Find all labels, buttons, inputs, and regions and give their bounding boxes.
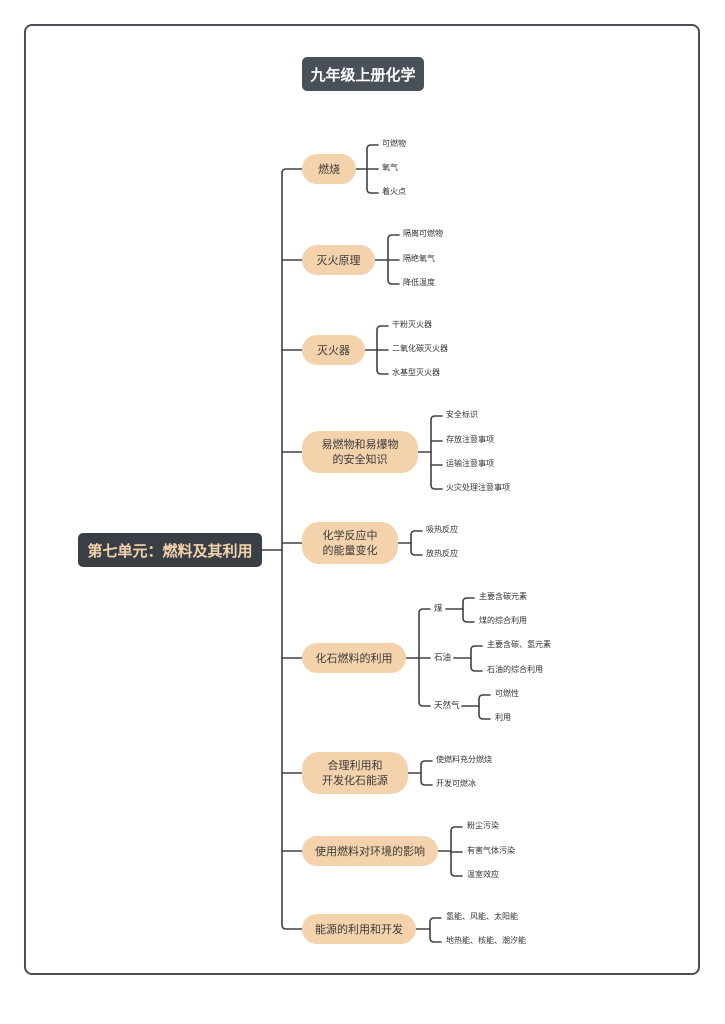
leaf-hydrogen-wind-solar[interactable]: 氢能、风能、太阳能 [446, 912, 518, 921]
leaf-safety-signs[interactable]: 安全标识 [446, 410, 478, 419]
petroleum-connector-tick-1 [470, 657, 483, 672]
environment-connector-tick-2 [450, 850, 463, 877]
leaf-coal-carbon[interactable]: 主要含碳元素 [479, 592, 527, 601]
gas-connector-tick-1 [478, 705, 491, 720]
combustion-connector-tick-0 [366, 144, 379, 170]
coal-connector-tick-1 [462, 608, 475, 623]
page-title[interactable]: 九年级上册化学 [302, 57, 424, 91]
sub-coal[interactable]: 煤 [434, 604, 443, 614]
leaf-gas-use[interactable]: 利用 [495, 713, 511, 722]
branch-fossil-fuel-use[interactable]: 化石燃料的利用 [302, 643, 406, 673]
leaf-dust-pollution[interactable]: 粉尘污染 [467, 821, 499, 830]
safety-connector-tick-3 [430, 451, 443, 490]
leaf-exothermic[interactable]: 放热反应 [426, 549, 458, 558]
leaf-petroleum-comprehensive-use[interactable]: 石油的综合利用 [487, 665, 543, 674]
leaf-storage-notes[interactable]: 存放注意事项 [446, 435, 494, 444]
rational-connector-tick-1 [420, 772, 433, 786]
development-connector-tick-1 [429, 928, 442, 943]
leaf-dry-powder-extinguisher[interactable]: 干粉灭火器 [392, 320, 432, 329]
leaf-combustible-ice[interactable]: 开发可燃冰 [436, 779, 476, 788]
principle-connector-tick-2 [387, 259, 400, 285]
leaf-full-combustion[interactable]: 使燃料充分燃烧 [436, 755, 492, 764]
root-topic[interactable]: 第七单元：燃料及其利用 [78, 533, 262, 567]
combustion-connector-tick-2 [366, 168, 379, 194]
sub-natural-gas[interactable]: 天然气 [434, 701, 460, 711]
branch-energy-development[interactable]: 能源的利用和开发 [302, 914, 416, 944]
gas-connector-tick-0 [478, 694, 491, 707]
branch-environment-impact[interactable]: 使用燃料对环境的影响 [302, 836, 438, 866]
branch-reaction-energy[interactable]: 化学反应中 的能量变化 [302, 522, 398, 564]
sub-petroleum[interactable]: 石油 [434, 653, 452, 663]
coal-connector-tick-0 [462, 597, 475, 610]
branch-fire-extinguisher[interactable]: 灭火器 [302, 335, 365, 365]
energy-change-connector-tick-1 [410, 542, 423, 556]
leaf-gas-flammability[interactable]: 可燃性 [495, 689, 519, 698]
development-connector-tick-0 [429, 917, 442, 930]
leaf-ignition-point[interactable]: 着火点 [382, 187, 406, 196]
branch-rational-use[interactable]: 合理利用和 开发化石能源 [302, 752, 408, 794]
leaf-endothermic[interactable]: 吸热反应 [426, 525, 458, 534]
leaf-petroleum-elements[interactable]: 主要含碳、氢元素 [487, 640, 551, 649]
safety-connector-tick-0 [430, 415, 443, 453]
environment-connector-tick-0 [450, 826, 463, 852]
canvas-frame [24, 24, 700, 975]
extinguisher-connector-tick-2 [376, 349, 389, 375]
leaf-isolate-oxygen[interactable]: 隔绝氧气 [403, 254, 435, 263]
principle-connector-tick-0 [387, 234, 400, 261]
branch-combustion[interactable]: 燃烧 [302, 154, 356, 184]
extinguisher-connector-tick-0 [376, 325, 389, 351]
leaf-coal-comprehensive-use[interactable]: 煤的综合利用 [479, 616, 527, 625]
leaf-lower-temperature[interactable]: 降低温度 [403, 278, 435, 287]
leaf-water-extinguisher[interactable]: 水基型灭火器 [392, 368, 440, 377]
branch-fire-extinguishing-principle[interactable]: 灭火原理 [302, 245, 375, 275]
petroleum-connector-tick-0 [470, 645, 483, 659]
leaf-combustible[interactable]: 可燃物 [382, 139, 406, 148]
root-connector-tick-8 [281, 549, 303, 930]
leaf-isolate-combustible[interactable]: 隔离可燃物 [403, 229, 443, 238]
energy-change-connector-tick-0 [410, 530, 423, 544]
rational-connector-tick-0 [420, 760, 433, 774]
leaf-co2-extinguisher[interactable]: 二氧化碳灭火器 [392, 344, 448, 353]
leaf-transport-notes[interactable]: 运输注意事项 [446, 459, 494, 468]
leaf-geothermal-nuclear-tidal[interactable]: 地热能、核能、潮汐能 [446, 936, 526, 945]
leaf-harmful-gas-pollution[interactable]: 有害气体污染 [467, 846, 515, 855]
branch-flammable-safety[interactable]: 易燃物和易爆物 的安全知识 [302, 431, 418, 473]
leaf-greenhouse-effect[interactable]: 温室效应 [467, 870, 499, 879]
fossil-connector-tick-0 [418, 608, 431, 659]
leaf-oxygen[interactable]: 氧气 [382, 163, 398, 172]
root-connector-tick-0 [281, 168, 303, 551]
fossil-connector-tick-2 [418, 657, 431, 707]
leaf-fire-handling-notes[interactable]: 火灾处理注意事项 [446, 483, 510, 492]
